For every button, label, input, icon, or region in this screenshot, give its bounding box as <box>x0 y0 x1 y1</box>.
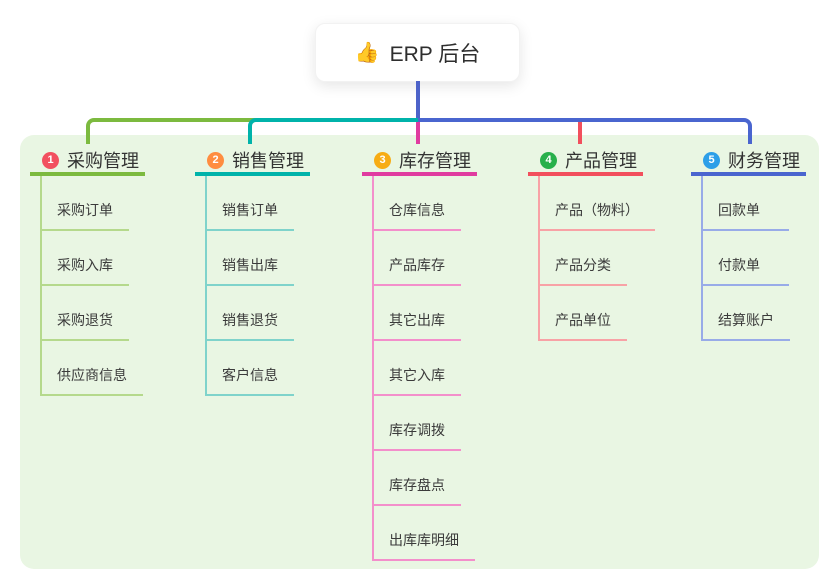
branch-column: 1 采购管理 采购订单采购入库采购退货供应商信息 <box>30 148 145 396</box>
topic-node[interactable]: 付款单 <box>703 231 789 286</box>
topic-label: 产品（物料） <box>555 202 639 218</box>
branch-header-node[interactable]: 2 销售管理 <box>195 148 310 176</box>
topic-node[interactable]: 其它入库 <box>374 341 461 396</box>
topic-node[interactable]: 产品（物料） <box>540 176 655 231</box>
root-topic-node[interactable]: 👍 ERP 后台 <box>315 23 520 82</box>
topic-node[interactable]: 采购退货 <box>42 286 129 341</box>
topic-label: 其它入库 <box>389 367 445 383</box>
topic-node[interactable]: 供应商信息 <box>42 341 143 396</box>
topic-label: 产品分类 <box>555 257 611 273</box>
branch-column: 5 财务管理 回款单付款单结算账户 <box>691 148 806 341</box>
topic-node[interactable]: 回款单 <box>703 176 789 231</box>
branch-number-badge: 3 <box>374 151 391 169</box>
branch-column: 4 产品管理 产品（物料） 产品分类产品单位 <box>528 148 655 341</box>
branch-column: 2 销售管理 销售订单销售出库销售退货客户信息 <box>195 148 310 396</box>
topic-label: 出库库明细 <box>389 532 459 548</box>
branch-label: 库存管理 <box>399 151 471 171</box>
topic-node[interactable]: 库存调拨 <box>374 396 461 451</box>
topic-label: 采购退货 <box>57 312 113 328</box>
topic-node[interactable]: 出库库明细 <box>374 506 475 561</box>
branch-connector <box>248 118 422 144</box>
branch-items: 销售订单销售出库销售退货客户信息 <box>205 176 310 396</box>
topic-node[interactable]: 产品分类 <box>540 231 627 286</box>
branch-label: 采购管理 <box>67 151 139 171</box>
branch-number-badge: 5 <box>703 151 720 169</box>
topic-node[interactable]: 仓库信息 <box>374 176 461 231</box>
branch-header-node[interactable]: 5 财务管理 <box>691 148 806 176</box>
topic-label: 仓库信息 <box>389 202 445 218</box>
root-topic-label: ERP 后台 <box>389 42 481 66</box>
branch-items: 回款单付款单结算账户 <box>701 176 806 341</box>
topic-node[interactable]: 销售退货 <box>207 286 294 341</box>
topic-node[interactable]: 库存盘点 <box>374 451 461 506</box>
topic-node[interactable]: 采购入库 <box>42 231 129 286</box>
branch-header-node[interactable]: 1 采购管理 <box>30 148 145 176</box>
branch-number-badge: 4 <box>540 151 557 169</box>
branch-label: 产品管理 <box>565 151 637 171</box>
topic-node[interactable]: 销售出库 <box>207 231 294 286</box>
topic-label: 销售退货 <box>222 312 278 328</box>
topic-label: 回款单 <box>718 202 760 218</box>
branch-number-badge: 2 <box>207 151 224 169</box>
topic-node[interactable]: 采购订单 <box>42 176 129 231</box>
topic-label: 采购入库 <box>57 257 113 273</box>
topic-label: 库存盘点 <box>389 477 445 493</box>
branch-column: 3 库存管理 仓库信息产品库存其它出库其它入库库存调拨库存盘点出库库明细 <box>362 148 477 561</box>
branch-connector <box>578 122 582 144</box>
topic-label: 其它出库 <box>389 312 445 328</box>
branch-label: 销售管理 <box>232 151 304 171</box>
branch-number-badge: 1 <box>42 151 59 169</box>
topic-node[interactable]: 产品单位 <box>540 286 627 341</box>
canvas-panel <box>20 135 819 569</box>
topic-label: 产品库存 <box>389 257 445 273</box>
topic-label: 库存调拨 <box>389 422 445 438</box>
branch-connector <box>418 118 752 144</box>
branch-items: 产品（物料） 产品分类产品单位 <box>538 176 655 341</box>
topic-label: 销售出库 <box>222 257 278 273</box>
root-connector <box>416 81 420 122</box>
topic-label: 采购订单 <box>57 202 113 218</box>
topic-node[interactable]: 其它出库 <box>374 286 461 341</box>
topic-label: 付款单 <box>718 257 760 273</box>
thumbs-up-icon: 👍 <box>354 41 380 64</box>
topic-label: 产品单位 <box>555 312 611 328</box>
topic-node[interactable]: 销售订单 <box>207 176 294 231</box>
branch-connector <box>416 122 420 144</box>
topic-label: 供应商信息 <box>57 367 127 383</box>
topic-node[interactable]: 产品库存 <box>374 231 461 286</box>
topic-node[interactable]: 客户信息 <box>207 341 294 396</box>
topic-node[interactable]: 结算账户 <box>703 286 790 341</box>
branch-header-node[interactable]: 3 库存管理 <box>362 148 477 176</box>
topic-label: 客户信息 <box>222 367 278 383</box>
topic-label: 结算账户 <box>718 312 774 328</box>
topic-label: 销售订单 <box>222 202 278 218</box>
branch-items: 采购订单采购入库采购退货供应商信息 <box>40 176 145 396</box>
branch-items: 仓库信息产品库存其它出库其它入库库存调拨库存盘点出库库明细 <box>372 176 477 561</box>
branch-header-node[interactable]: 4 产品管理 <box>528 148 643 176</box>
branch-label: 财务管理 <box>728 151 800 171</box>
